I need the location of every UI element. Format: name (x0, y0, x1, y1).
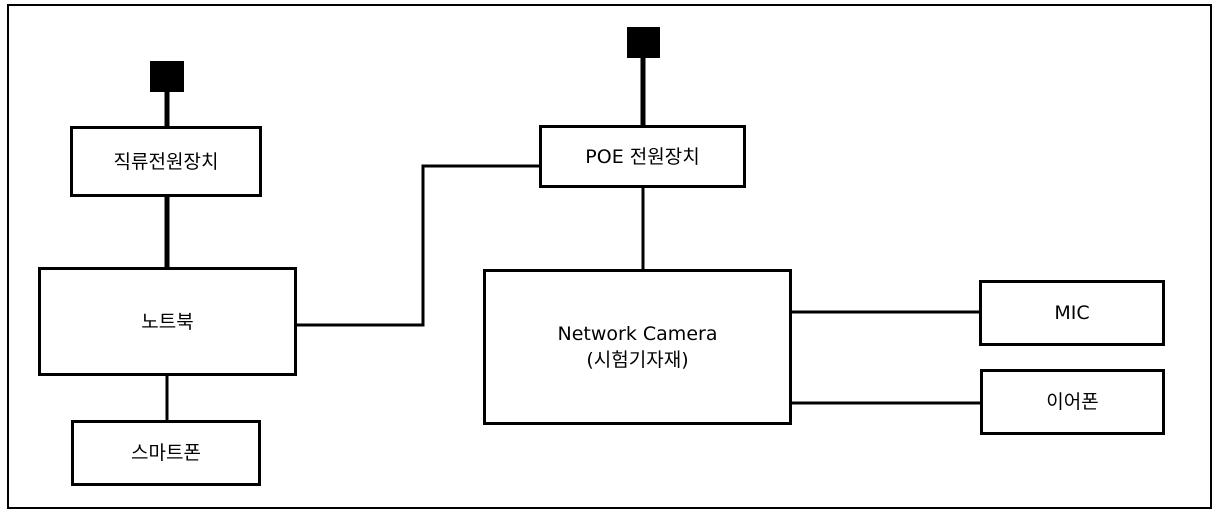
dc-power-label: 직류전원장치 (113, 150, 219, 173)
mic-box: MIC (979, 280, 1165, 346)
notebook-label: 노트북 (141, 310, 194, 333)
dc-power-plug (150, 61, 184, 92)
earphone-box: 이어폰 (980, 369, 1165, 435)
camera-label-name: Network Camera (557, 323, 718, 345)
earphone-label: 이어폰 (1046, 391, 1099, 413)
poe-power-plug (627, 27, 660, 58)
poe-power-label: POE 전원장치 (585, 145, 700, 168)
camera-label-note: (시험기자재) (586, 349, 689, 371)
edge-notebook-to-poe-power (296, 164, 540, 327)
poe-power-box: POE 전원장치 (539, 125, 746, 188)
smartphone-box: 스마트폰 (71, 420, 261, 486)
camera-box: Network Camera (시험기자재) (483, 269, 792, 425)
dc-power-box: 직류전원장치 (70, 126, 262, 197)
smartphone-label: 스마트폰 (131, 442, 201, 464)
diagram-frame (7, 4, 1212, 509)
notebook-box: 노트북 (38, 267, 297, 376)
mic-label: MIC (1054, 302, 1090, 324)
